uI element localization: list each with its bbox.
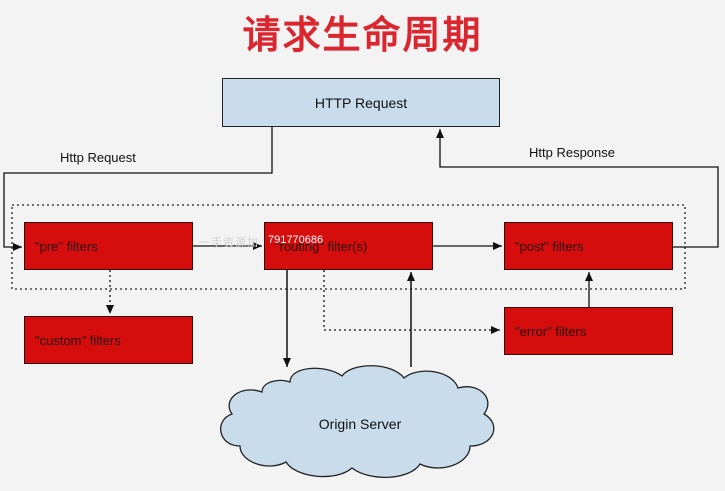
custom-filters-box: "custom" filters — [24, 316, 193, 364]
http-request-box: HTTP Request — [222, 78, 500, 127]
watermark-text: 一手资源加 — [199, 237, 259, 249]
routing-to-error-arrow — [323, 270, 500, 334]
pre-filters-box: "pre" filters — [24, 222, 193, 270]
origin-server-label: Origin Server — [318, 416, 402, 432]
page-title: 请求生命周期 — [242, 13, 483, 57]
error-filters-box: "error" filters — [504, 307, 673, 355]
http-request-label: Http Request — [60, 150, 136, 165]
response-out-arrow — [436, 129, 719, 248]
origin-server-cloud — [220, 365, 495, 478]
routing-filter-box: "routing" filter(s) — [264, 222, 433, 270]
post-filters-box: "post" filters — [504, 222, 673, 270]
request-in-arrow — [3, 127, 273, 251]
watermark-number: 791770686 — [268, 234, 324, 246]
http-response-label: Http Response — [529, 145, 615, 160]
